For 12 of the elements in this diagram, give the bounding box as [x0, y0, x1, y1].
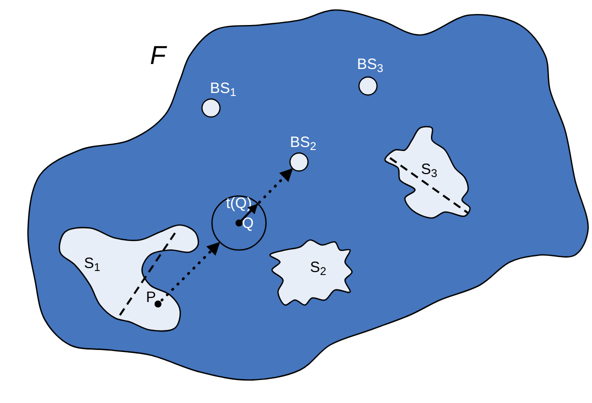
point-label: P	[146, 290, 156, 305]
dotted-arrow	[160, 242, 220, 302]
obstacle-label: S$_{1}$	[84, 256, 100, 274]
point-label: t(Q)	[226, 196, 252, 211]
region-label: F	[150, 42, 166, 68]
obstacle-label: S$_{2}$	[310, 260, 326, 278]
dotted-arrow	[258, 168, 294, 204]
obstacle-label: S$_{3}$	[421, 162, 438, 180]
point-label: Q	[242, 216, 254, 231]
station-label: BS$_{1}$	[210, 81, 236, 100]
station-label: BS$_{2}$	[290, 135, 316, 154]
station-label: BS$_{3}$	[357, 57, 384, 76]
